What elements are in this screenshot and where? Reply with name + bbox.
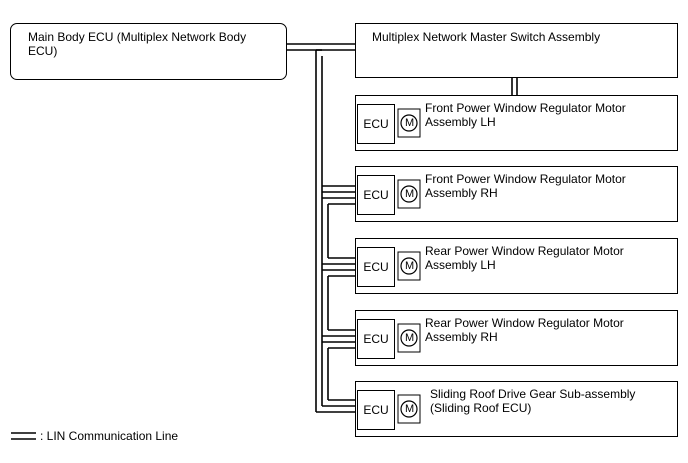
motor-icon [397, 179, 421, 209]
device-name: Front Power Window Regulator Motor Assem… [425, 101, 626, 129]
motor-label: M [405, 332, 415, 344]
main-body-ecu-label: Main Body ECU (Multiplex Network Body EC… [28, 30, 247, 58]
master-switch-box [355, 23, 678, 78]
device-name: Front Power Window Regulator Motor Assem… [425, 172, 626, 200]
motor-icon [397, 108, 421, 138]
motor-icon [397, 323, 421, 353]
motor-label: M [405, 260, 415, 272]
motor-label: M [405, 117, 415, 129]
legend-text: : LIN Communication Line [40, 429, 179, 443]
ecu-block: ECU [357, 390, 395, 430]
motor-label: M [405, 403, 415, 415]
ecu-block: ECU [357, 247, 395, 287]
device-name: Rear Power Window Regulator Motor Assemb… [425, 316, 624, 344]
master-switch-label: Multiplex Network Master Switch Assembly [372, 30, 601, 44]
ecu-block: ECU [357, 104, 395, 144]
motor-label: M [405, 188, 415, 200]
motor-icon [397, 251, 421, 281]
device-name: Rear Power Window Regulator Motor Assemb… [425, 244, 624, 272]
ecu-block: ECU [357, 319, 395, 359]
motor-icon [397, 394, 421, 424]
main-body-ecu-box [10, 23, 287, 80]
ecu-block: ECU [357, 175, 395, 215]
device-name: Sliding Roof Drive Gear Sub-assembly (Sl… [430, 387, 636, 415]
